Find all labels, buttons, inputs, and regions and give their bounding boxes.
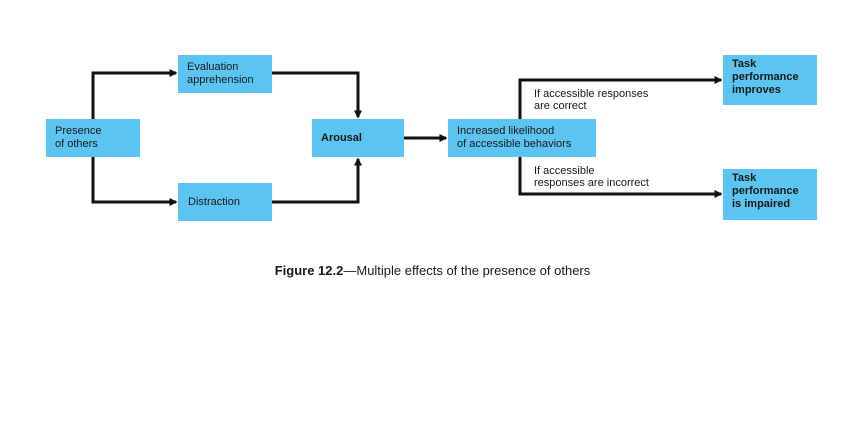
node-evaluation-apprehension: Evaluation apprehension <box>178 55 272 93</box>
node-label-line: Presence <box>55 125 102 137</box>
edge-label-line: responses are incorrect <box>534 177 649 189</box>
edge-label-line: are correct <box>534 100 587 112</box>
node-label-line: Task <box>732 172 757 184</box>
node-label-line: improves <box>732 84 781 96</box>
node-label-line: of accessible behaviors <box>457 138 572 150</box>
arrow-presence-to-distraction <box>91 157 178 206</box>
node-label-line: Task <box>732 58 757 70</box>
arrow-increased-to-impaired <box>518 157 723 198</box>
node-task-performance-impaired: Task performance is impaired <box>723 169 817 220</box>
node-distraction: Distraction <box>178 183 272 221</box>
node-presence-of-others: Presence of others <box>46 119 140 157</box>
figure-caption: Figure 12.2—Multiple effects of the pres… <box>0 263 865 278</box>
node-label-line: performance <box>732 71 799 83</box>
arrow-increased-to-improves <box>518 76 723 119</box>
arrow-evaluation-to-arousal <box>272 71 362 119</box>
node-arousal: Arousal <box>312 119 404 157</box>
node-label-line: performance <box>732 185 799 197</box>
node-task-performance-improves: Task performance improves <box>723 55 817 105</box>
node-label-line: apprehension <box>187 74 254 86</box>
node-label-line: Distraction <box>188 195 240 208</box>
figure-caption-text: —Multiple effects of the presence of oth… <box>343 263 591 278</box>
node-label-line: is impaired <box>732 198 791 210</box>
arrow-presence-to-evaluation <box>91 69 178 119</box>
arrow-distraction-to-arousal <box>272 157 362 204</box>
edge-label-incorrect: If accessible responses are incorrect <box>534 165 649 189</box>
edge-label-line: If accessible responses <box>534 88 649 100</box>
node-label-line: Increased likelihood <box>457 125 555 137</box>
node-label-line: of others <box>55 138 98 150</box>
node-label-line: Evaluation <box>187 61 239 73</box>
edge-label-line: If accessible <box>534 165 595 177</box>
edge-label-correct: If accessible responses are correct <box>534 88 648 112</box>
node-increased-likelihood: Increased likelihood of accessible behav… <box>448 119 596 157</box>
node-label-line: Arousal <box>321 131 362 144</box>
figure-caption-label: Figure 12.2 <box>274 263 344 278</box>
